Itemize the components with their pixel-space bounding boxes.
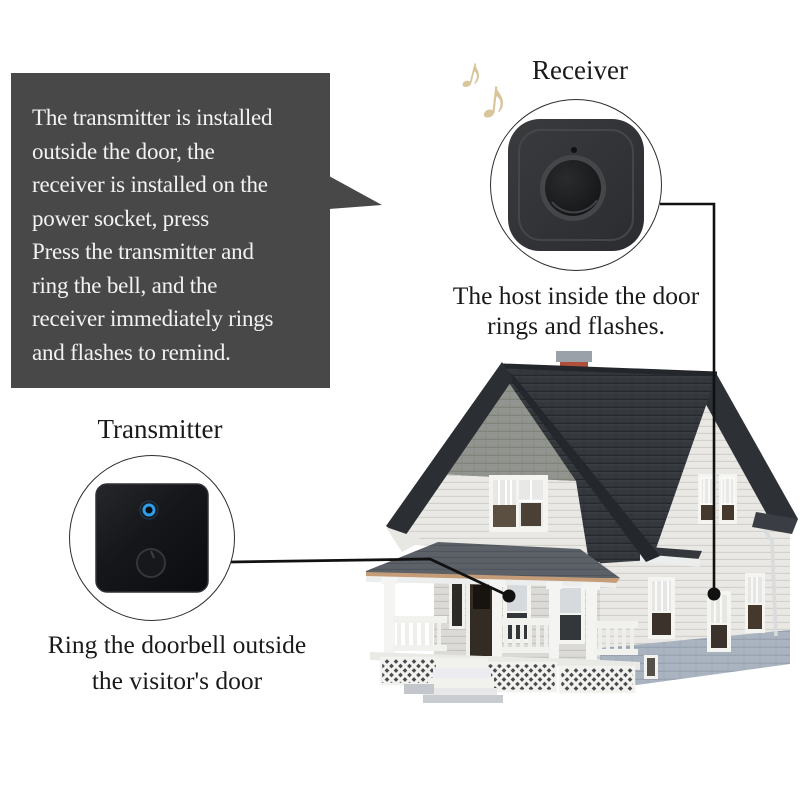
house-window	[698, 474, 737, 524]
transmitter-caption-line: the visitor's door	[91, 666, 263, 695]
speech-bubble: The transmitter is installed outside the…	[11, 73, 382, 388]
house-porch-steps	[404, 658, 503, 703]
house-left-roof-edge	[500, 366, 660, 562]
house-front-door	[466, 576, 497, 658]
speech-bubble-line: receiver immediately rings	[32, 306, 274, 331]
house-downspout	[762, 528, 778, 637]
receiver-caption-line: rings and flashes.	[487, 311, 665, 340]
speech-bubble-line: outside the door, the	[32, 138, 215, 164]
receiver-connector-dot	[707, 587, 721, 601]
speech-bubble-line: receiver is installed on the	[32, 172, 268, 197]
transmitter-connector-dot	[502, 589, 516, 603]
speech-bubble-line: power socket, press	[32, 205, 209, 231]
house-illustration	[366, 351, 798, 703]
receiver-device	[508, 119, 644, 251]
receiver-caption-line: The host inside the door	[452, 281, 700, 310]
speech-bubble-line: ring the bell, and the	[32, 272, 218, 298]
transmitter-device	[95, 483, 209, 593]
house-porch-roof	[366, 542, 620, 588]
transmitter-label: Transmitter	[97, 414, 223, 444]
house-right-roof	[698, 373, 798, 531]
transmitter-led	[142, 503, 156, 517]
transmitter-button[interactable]	[136, 548, 166, 578]
house-porch-railing	[393, 616, 638, 655]
house-window	[489, 475, 548, 532]
house-chimney	[556, 351, 592, 397]
speech-bubble-line: Press the transmitter and	[32, 239, 254, 264]
transmitter-caption-line: Ring the doorbell outside	[47, 630, 307, 659]
receiver-connector-line	[660, 202, 716, 594]
receiver-caption: The host inside the door rings and flash…	[420, 281, 732, 341]
speech-bubble-line: The transmitter is installed	[32, 105, 273, 130]
house-window	[648, 573, 765, 652]
house-porch-wall	[434, 556, 600, 662]
transmitter-connector-line	[230, 557, 510, 598]
house-porch-lattice	[379, 656, 636, 694]
house-basement-window	[644, 655, 658, 679]
house-front-roof	[438, 363, 718, 567]
speech-bubble-line: and flashes to remind.	[32, 339, 231, 365]
transmitter-device-circle	[69, 455, 235, 621]
receiver-label: Receiver	[532, 55, 628, 85]
house-left-gable	[386, 362, 588, 556]
receiver-led	[571, 147, 577, 153]
receiver-device-circle	[490, 99, 662, 271]
house-porch	[370, 577, 640, 703]
receiver-button[interactable]	[545, 160, 601, 216]
transmitter-caption: Ring the doorbell outside the visitor's …	[24, 627, 330, 699]
house-right-wall	[600, 385, 790, 690]
house-window	[449, 581, 585, 644]
speech-bubble-tail	[329, 176, 382, 209]
